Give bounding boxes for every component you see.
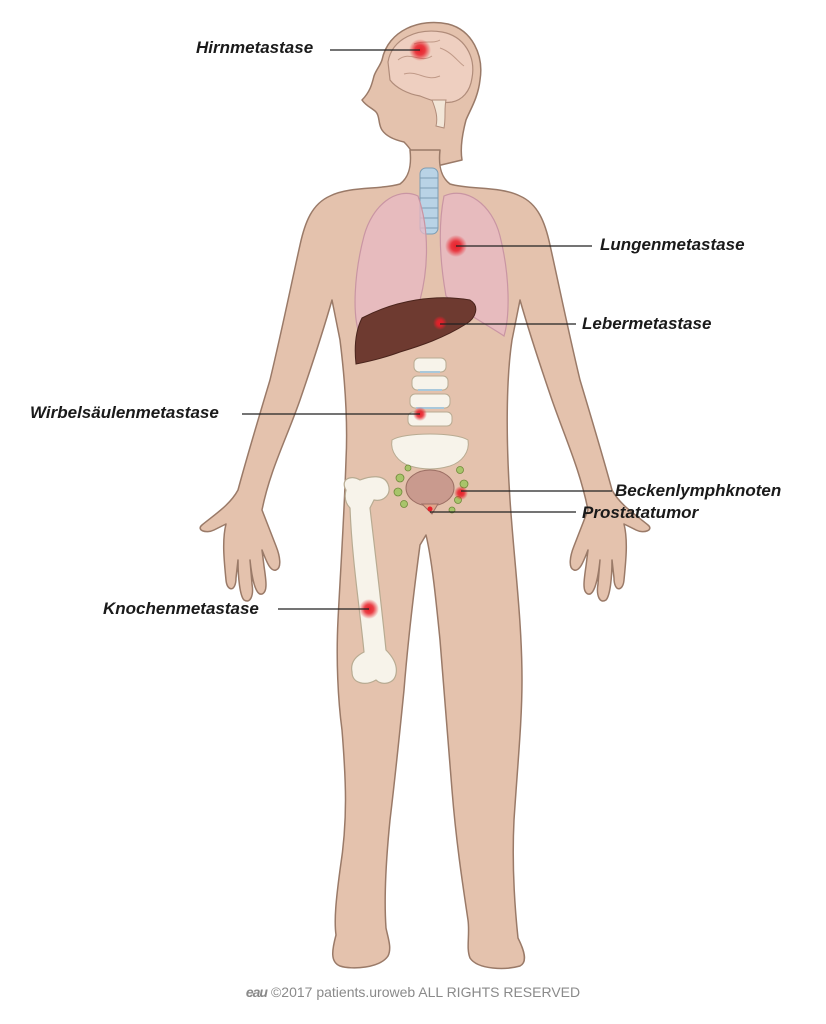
leader-lines <box>242 49 612 610</box>
brain-metastasis-label: Hirnmetastase <box>196 38 314 57</box>
copyright-footer: eau©2017 patients.uroweb ALL RIGHTS RESE… <box>0 984 826 1000</box>
pelvic-organs <box>393 464 469 515</box>
liver-metastasis-label: Lebermetastase <box>582 314 712 333</box>
lymph-node-marker <box>454 486 468 500</box>
liver-metastasis-marker <box>433 316 447 330</box>
pelvic-lymph-node-label: Beckenlymphknoten <box>615 481 782 500</box>
prostate-tumor-marker <box>427 506 433 512</box>
lung-metastasis-label: Lungenmetastase <box>600 235 745 254</box>
eau-logo: eau <box>245 984 268 1000</box>
liver <box>354 297 477 365</box>
prostate-tumor-label: Prostatatumor <box>582 503 699 522</box>
spine <box>391 357 469 470</box>
spine-metastasis-label: Wirbelsäulenmetastase <box>30 403 219 422</box>
femur <box>343 476 397 684</box>
copyright-text: ©2017 patients.uroweb ALL RIGHTS RESERVE… <box>270 984 581 1000</box>
bone-metastasis-label: Knochenmetastase <box>103 599 259 618</box>
